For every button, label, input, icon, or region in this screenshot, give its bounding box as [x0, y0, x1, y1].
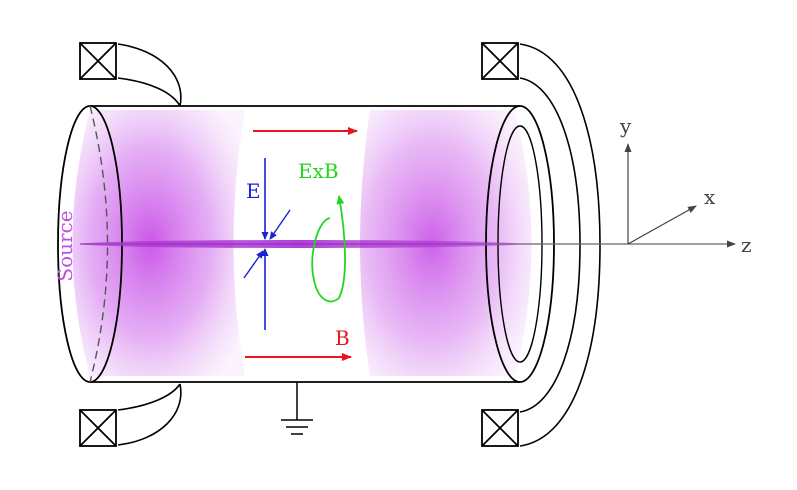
right-coil	[519, 43, 601, 447]
e-field-label: E	[246, 179, 261, 203]
left-coil	[117, 43, 182, 446]
coil-cross-icon	[481, 409, 519, 447]
coordinate-axes	[624, 143, 697, 245]
exb-label: ExB	[298, 159, 339, 183]
coil-cross-icon	[481, 42, 519, 80]
exb-drift-arrow	[311, 195, 346, 303]
source-label: Source	[53, 210, 77, 281]
axis-z-label: z	[741, 233, 752, 257]
b-field-label: B	[335, 326, 350, 350]
ground-icon	[281, 382, 313, 435]
coil-cross-icon	[79, 409, 117, 447]
e-field-arrow-diag-bottom	[243, 250, 264, 279]
e-field-arrow-diag-top	[269, 209, 291, 240]
plasma-beam	[80, 240, 520, 248]
axis-x-label: x	[704, 185, 716, 209]
axis-y-label: y	[619, 114, 632, 138]
coil-cross-icon	[79, 42, 117, 80]
